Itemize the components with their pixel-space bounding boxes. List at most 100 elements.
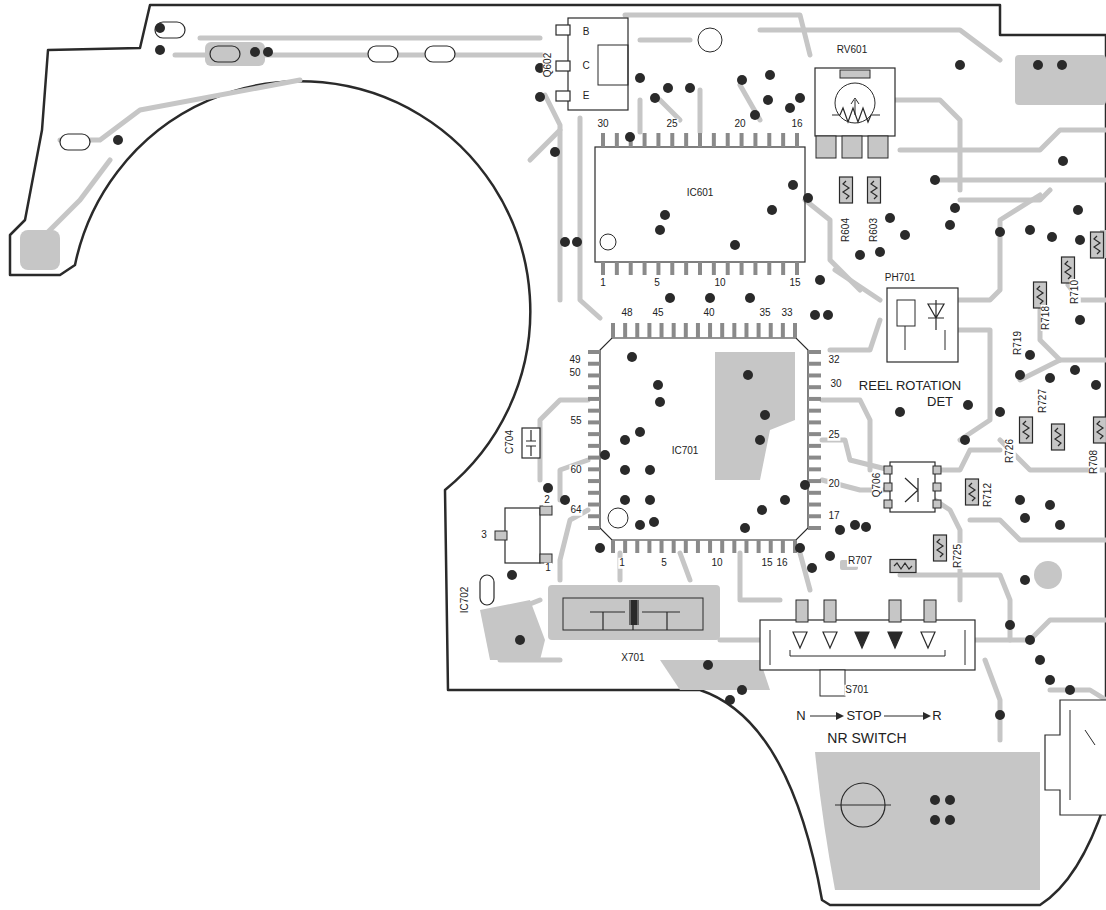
via-hole [1025,350,1035,360]
via-hole [767,205,777,215]
ic-pin [808,456,821,460]
resistor-zigzag [969,483,975,501]
ic-pin [588,467,600,471]
copper-trace [900,130,1106,150]
via-hole [945,795,955,805]
resistor-symbol [890,560,916,573]
via-hole [930,815,940,825]
regulator-pin [540,506,552,515]
via-hole [600,450,610,460]
ic-pin [696,540,700,553]
photo-interrupter-outline [887,288,958,362]
crystal-element [631,600,637,625]
pin-number: 35 [758,308,771,319]
potentiometer-tab [840,70,870,78]
part-name: R727 [1038,388,1049,414]
via-hole [750,110,760,120]
ic-pin [656,262,660,275]
ic-pin [684,323,688,338]
ic-outline [600,338,808,540]
pin-number: 16 [775,558,788,569]
ic-pin [808,503,821,507]
via-hole [900,230,910,240]
ic-pin [684,262,688,275]
oval-pad [155,22,185,38]
transistor-pin [933,500,941,508]
copper-trace [625,15,810,55]
oval-pad [425,46,455,62]
switch-position: STOP [845,709,882,723]
resistor-symbol [934,535,947,561]
ic-pin [753,262,757,275]
via-hole [250,47,260,57]
via-hole [635,73,645,83]
ic-pin [643,133,647,147]
via-hole [1045,373,1055,383]
mounting-pad [1034,561,1062,589]
copper-area [660,660,770,690]
ic-pin [808,467,821,471]
via-hole [1035,655,1045,665]
copper-trace [560,510,588,580]
copper-area [815,752,1040,890]
via-hole [655,225,665,235]
copper-trace [805,200,860,290]
via-hole [595,543,605,553]
ic-pin [615,262,619,275]
transistor-pin [884,466,892,474]
via-hole [875,247,885,257]
via-hole [1055,520,1065,530]
pin-name: E [582,91,591,102]
ic-pin [588,526,600,530]
via-hole [155,45,165,55]
via-hole [803,193,813,203]
via-hole [963,400,973,410]
via-hole [1057,60,1067,70]
via-hole [645,495,655,505]
ic-pin [588,514,600,518]
potentiometer-dial [835,83,875,123]
part-name: R603 [869,217,880,243]
ic-pin [660,323,664,338]
ic-pin [588,373,600,377]
crystal-symbol [590,600,680,630]
oval-pad [368,46,398,62]
via-hole [507,570,517,580]
ic-pin [726,133,730,147]
resistor-zigzag [894,563,912,569]
ic-pin [808,409,821,413]
ic-pin [611,540,615,553]
potentiometer-pad [816,136,836,158]
via-hole [823,310,833,320]
part-name: R718 [1041,305,1052,331]
function-label: NR SWITCH [826,731,907,746]
via-hole [960,435,970,445]
copper-trace [1050,690,1106,700]
pin-number: 25 [665,119,678,130]
copper-trace [660,100,680,120]
ic-pin [588,456,600,460]
ic-pin [635,540,639,553]
via-hole [737,75,747,85]
via-hole [1045,500,1055,510]
transistor-pin [884,500,892,508]
regulator-outline [505,508,540,563]
via-hole [1015,495,1025,505]
via-hole [155,23,165,33]
part-name: Q602 [543,52,554,78]
via-hole [665,293,675,303]
via-hole [815,275,825,285]
transistor-symbol [905,478,918,502]
ic-pin [588,432,600,436]
ic-pin [629,262,633,275]
switch-position: N [795,709,806,723]
copper-trace [740,85,760,120]
ic-pin [588,385,600,389]
pin-number: 30 [596,119,609,130]
ic-pin [808,479,821,483]
pin-number: 40 [702,308,715,319]
ic-pin [769,540,773,553]
transistor-outline [890,462,935,512]
via-hole [685,83,695,93]
